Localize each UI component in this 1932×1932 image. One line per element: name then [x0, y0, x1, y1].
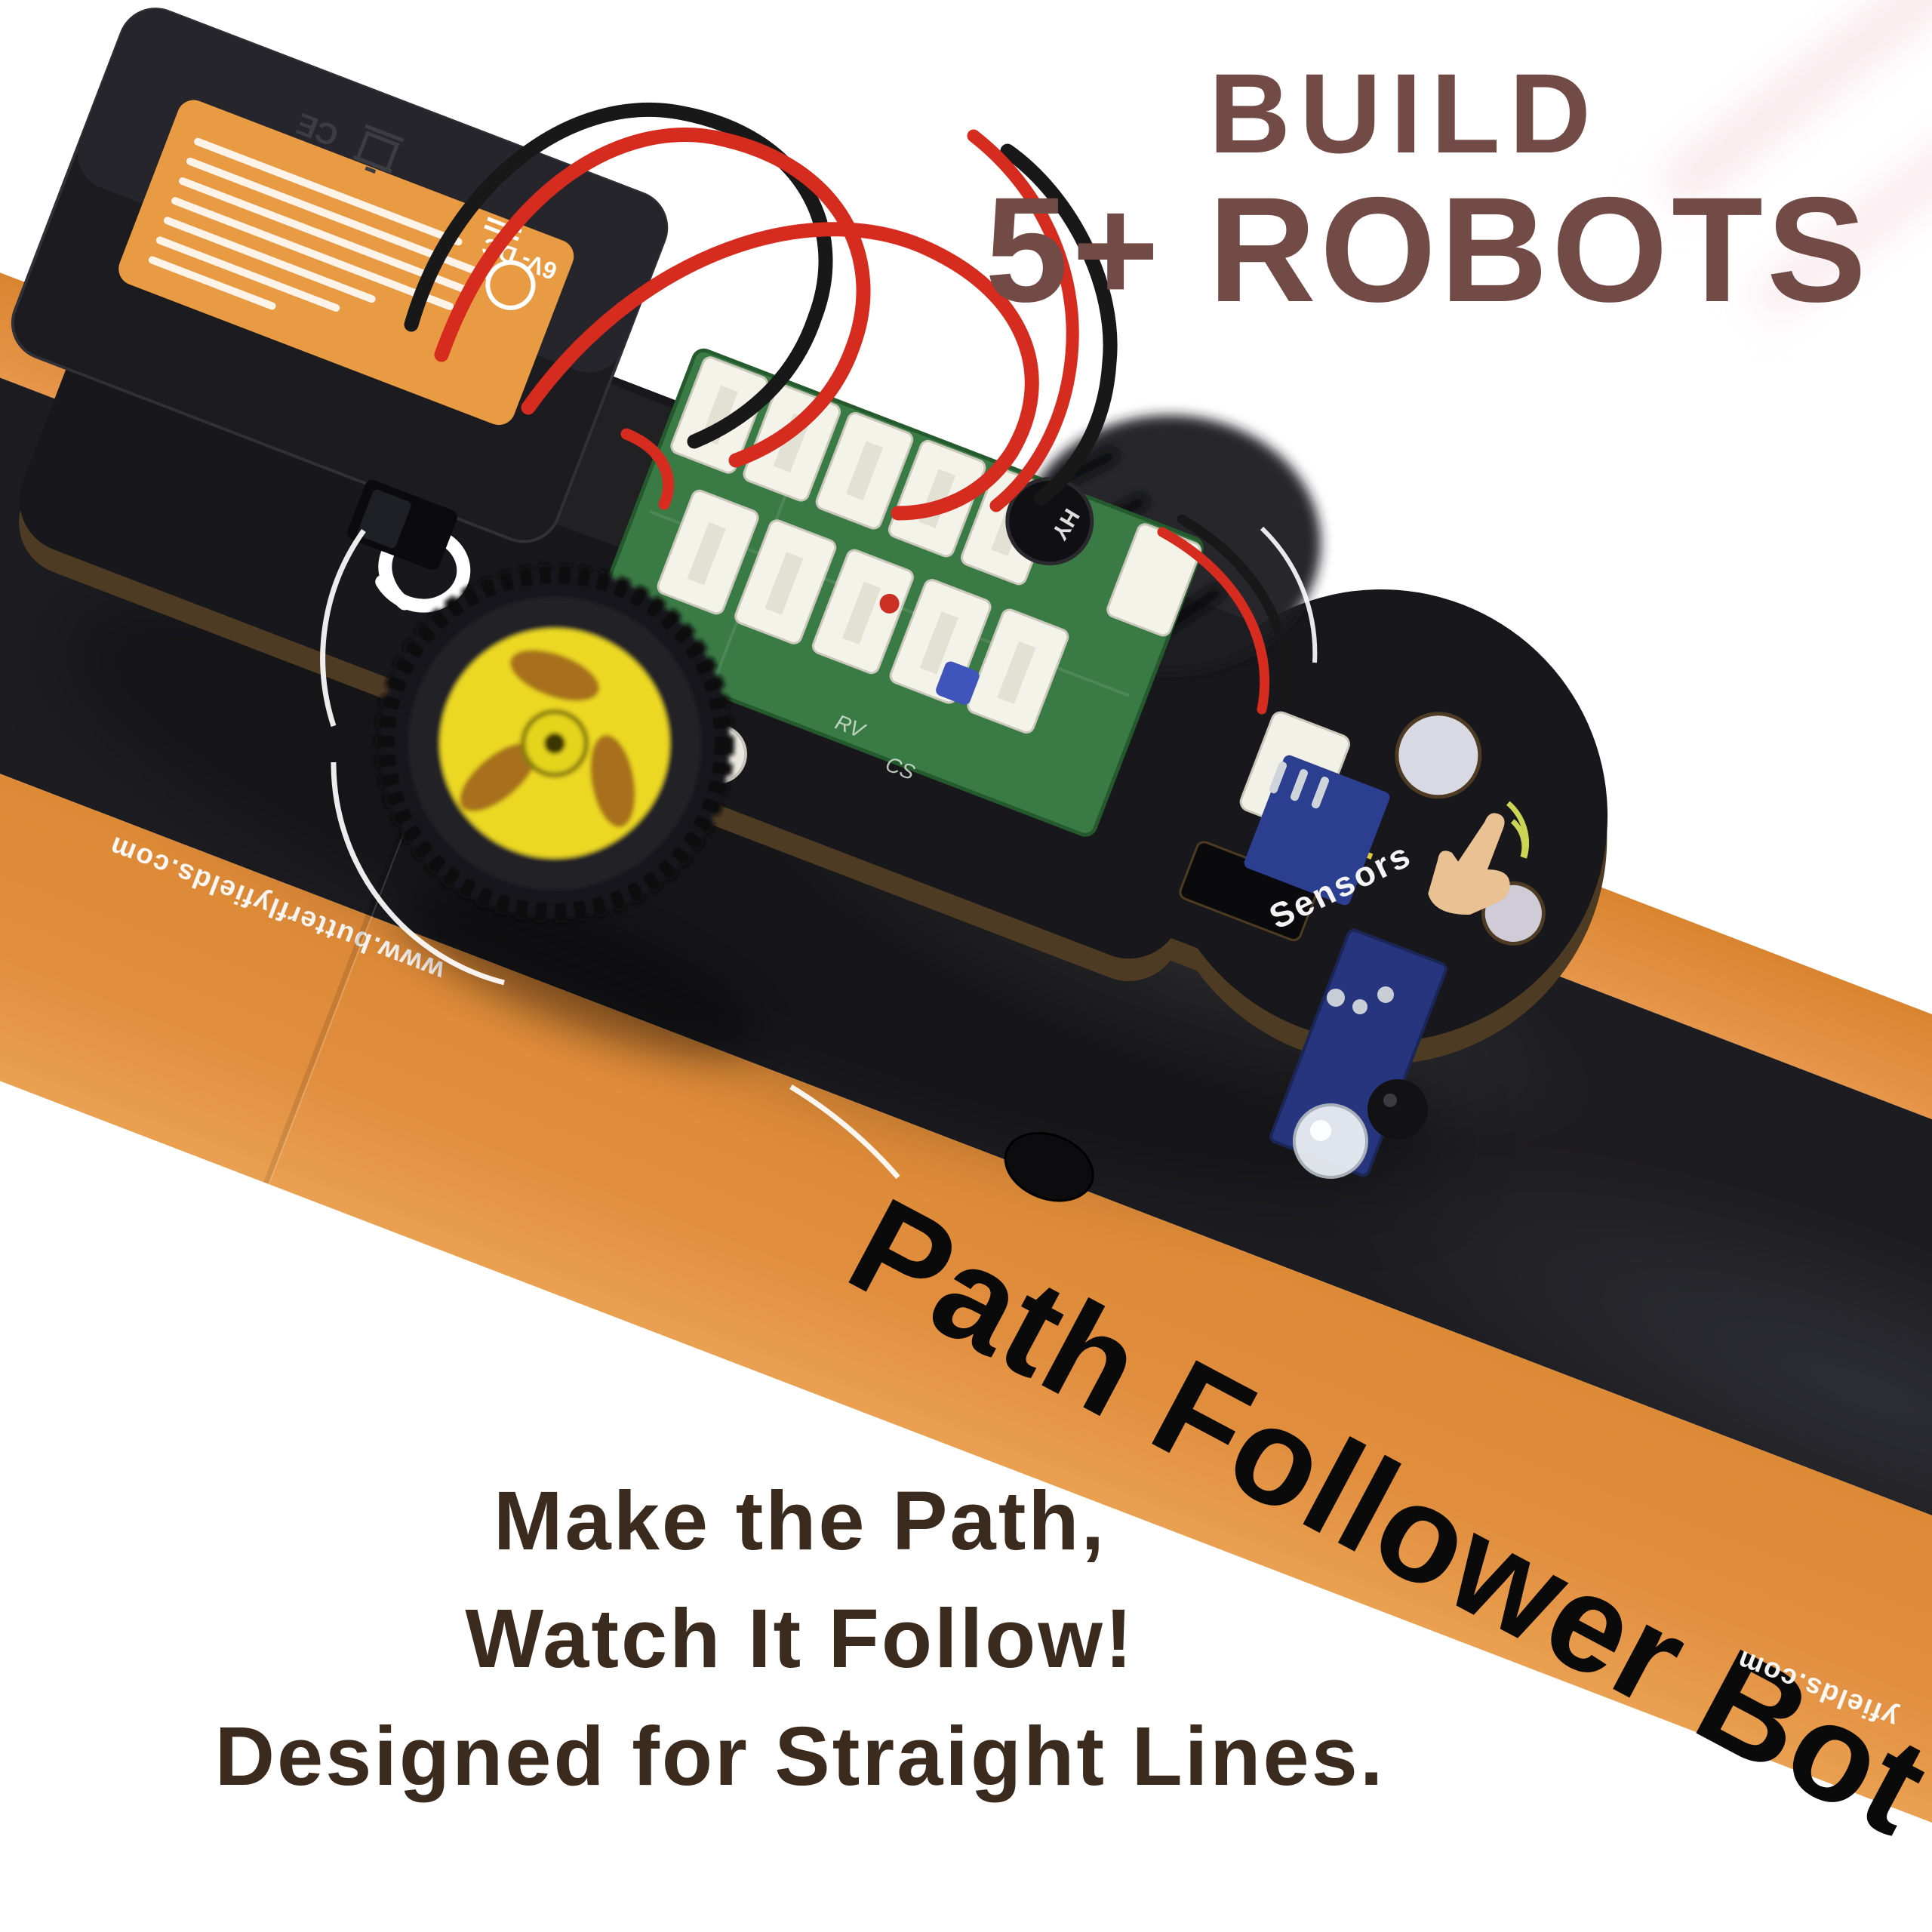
- driver-pcb: HY RV CS: [585, 348, 1204, 837]
- motion-arc: [1260, 526, 1318, 663]
- motion-arc: [320, 528, 900, 1180]
- trimpot: [936, 661, 980, 705]
- front-wheel: [375, 564, 734, 923]
- mounting-hole: [1395, 712, 1482, 799]
- clear-led: [1293, 1103, 1368, 1179]
- power-led: [879, 593, 900, 614]
- tagline-line1: Make the Path,: [493, 1475, 1107, 1567]
- tagline-line2: Watch It Follow!: [465, 1592, 1135, 1686]
- battery-box: 6V- DC CE: [11, 8, 669, 571]
- line-sensor-module: [1244, 755, 1447, 1179]
- hand-touch-icon: [1428, 801, 1530, 915]
- headline-line1: BUILD: [1208, 50, 1600, 177]
- ir-led: [1367, 1079, 1428, 1140]
- tagline: Make the Path, Watch It Follow! Designed…: [91, 1463, 1509, 1817]
- weee-bin-icon: [352, 124, 405, 174]
- headline-line2: 5+ ROBOTS: [985, 166, 1870, 333]
- tagline-line3: Designed for Straight Lines.: [214, 1710, 1386, 1804]
- wire-harness: [404, 103, 1292, 715]
- headline: BUILD 5+ ROBOTS: [985, 54, 1870, 328]
- battery-label-logo-icon: [485, 260, 536, 310]
- track-hole: [1004, 1131, 1094, 1202]
- wheel-shadow: [404, 890, 758, 1057]
